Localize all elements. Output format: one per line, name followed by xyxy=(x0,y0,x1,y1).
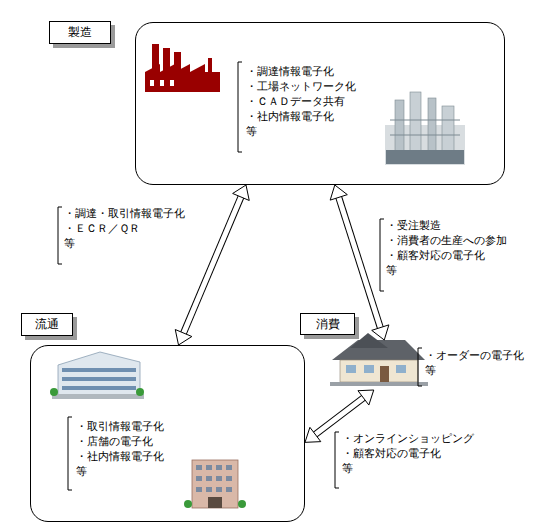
arrow-head xyxy=(233,185,250,200)
arrow-head xyxy=(175,330,192,345)
bracket xyxy=(58,207,62,264)
arrow-core xyxy=(338,196,380,328)
bracket xyxy=(335,432,339,488)
item-list: ・調達情報電子化 ・工場ネットワーク化 ・ＣＡＤデータ共有 ・社内情報電子化 等 xyxy=(246,64,446,139)
refinery-icon xyxy=(385,92,465,165)
arrow-core xyxy=(315,397,365,435)
double-arrow xyxy=(175,185,249,345)
section-tab: 消費 xyxy=(300,313,355,335)
edge-label: ・オンラインショッピング ・顧客対応の電子化 等 xyxy=(342,431,542,476)
bracket xyxy=(380,219,384,291)
arrow-core xyxy=(183,196,241,334)
building-icon xyxy=(50,352,144,399)
bracket xyxy=(418,348,422,386)
section-tab: 製造 xyxy=(49,21,111,44)
bracket xyxy=(238,62,242,152)
arrow-outline xyxy=(183,196,241,334)
edge-label: ・調達・取引情報電子化 ・ＥＣＲ／ＱＲ 等 xyxy=(64,206,264,251)
sector-box: 製造・調達情報電子化 ・工場ネットワーク化 ・ＣＡＤデータ共有 ・社内情報電子化… xyxy=(135,22,505,185)
arrow-head xyxy=(305,427,321,442)
bracket-group xyxy=(58,62,422,490)
section-tab: 流通 xyxy=(21,313,73,336)
item-list: ・オーダーの電子化 等 xyxy=(425,348,546,378)
sector-box: 消費・オーダーの電子化 等 xyxy=(330,340,505,390)
item-list: ・取引情報電子化 ・店舗の電子化 ・社内情報電子化 等 xyxy=(76,419,276,479)
arrow-head xyxy=(330,185,347,200)
edge-label: ・受注製造 ・消費者の生産への参加 ・顧客対応の電子化 等 xyxy=(386,218,546,278)
house-icon xyxy=(330,333,428,386)
arrow-head xyxy=(358,390,374,405)
arrow-outline xyxy=(338,196,380,328)
sector-box: 流通・取引情報電子化 ・店舗の電子化 ・社内情報電子化 等 xyxy=(30,345,305,522)
factory-icon xyxy=(145,44,220,92)
bracket xyxy=(68,417,72,490)
arrow-head xyxy=(372,325,389,340)
shop-building-icon xyxy=(184,460,246,508)
arrow-outline xyxy=(315,397,365,435)
